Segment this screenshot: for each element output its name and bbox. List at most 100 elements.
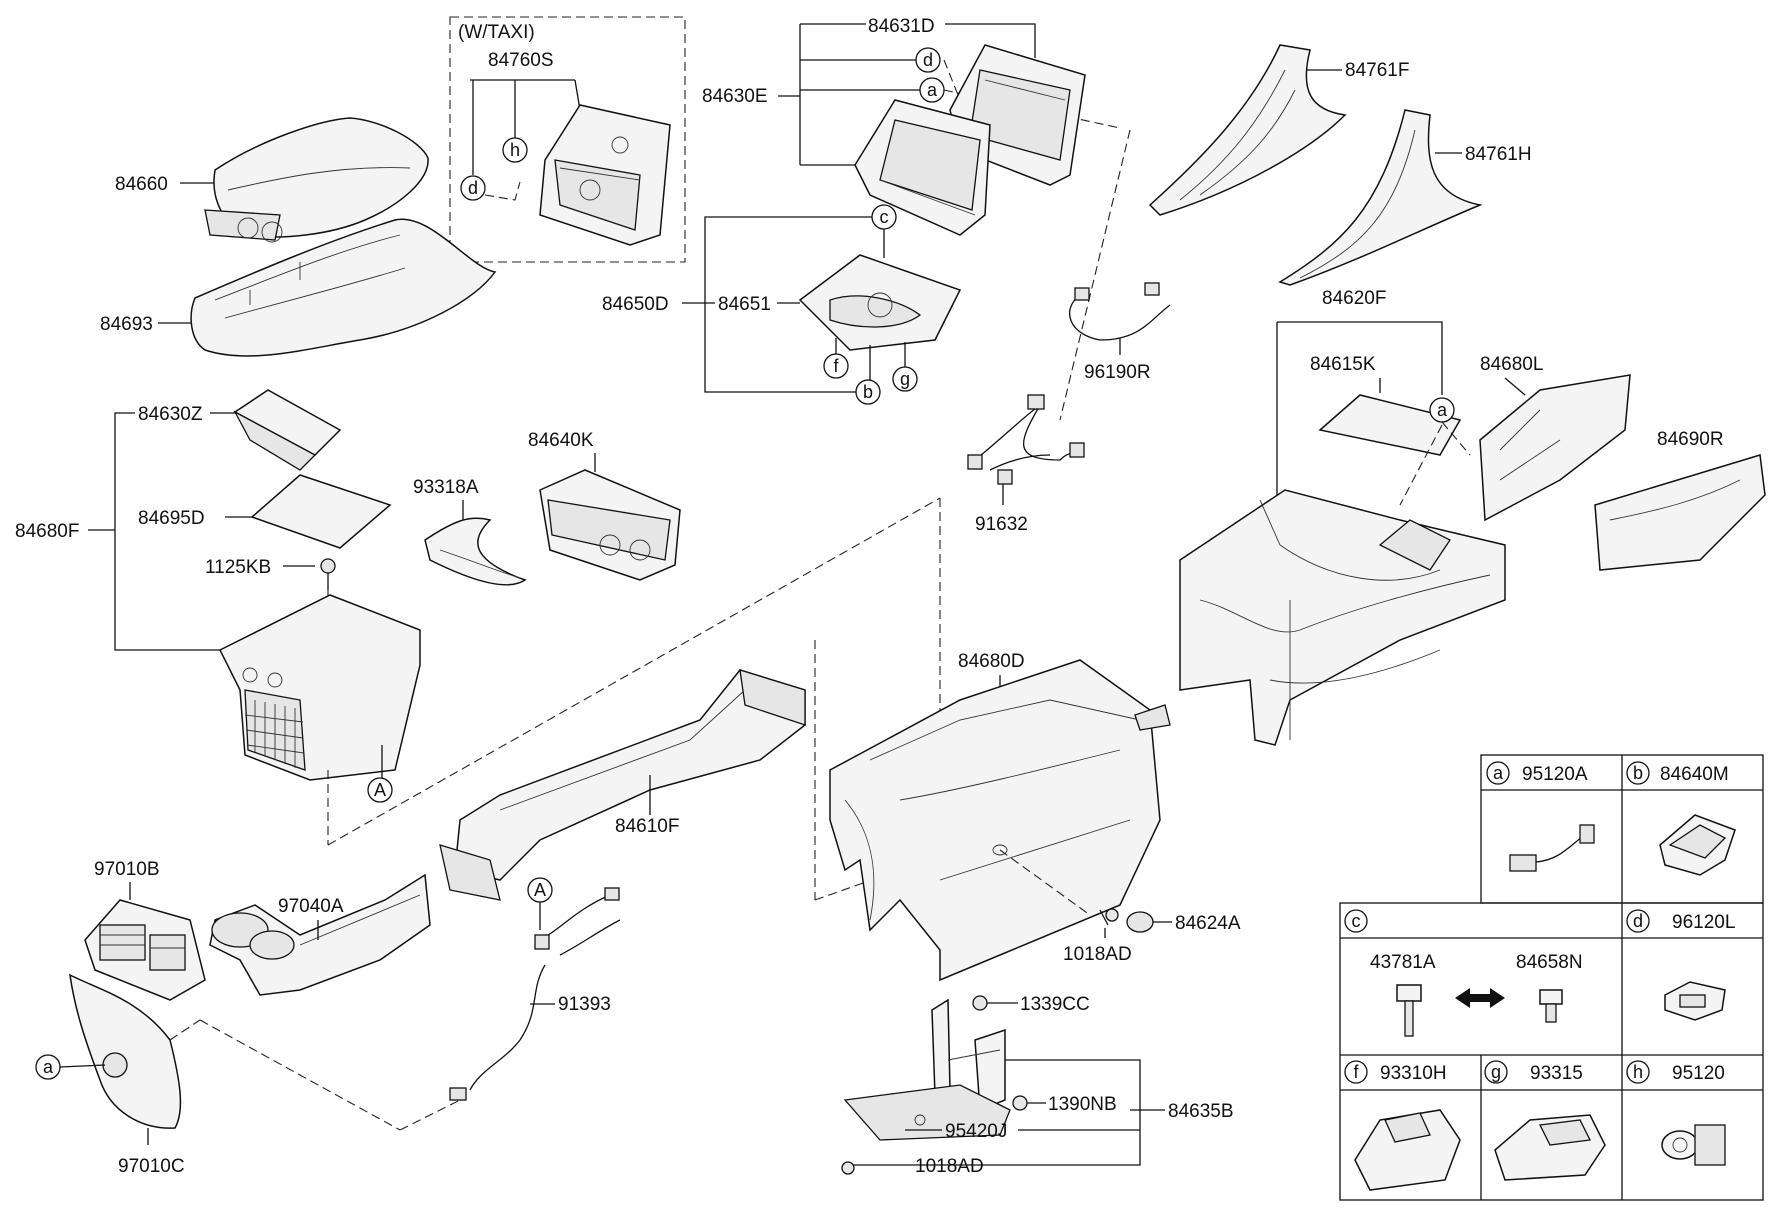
mat-84695D-part: [250, 474, 392, 549]
legend-f-illustration: [1354, 1109, 1461, 1191]
screw-1018AD-b-icon: [841, 1161, 855, 1175]
callout-97010B: 84610F: [615, 816, 679, 837]
air-vent-97040A-part: [84, 899, 206, 1001]
legend-g-part: 93315: [1530, 1063, 1583, 1084]
ref-g1-text: g: [900, 369, 910, 389]
callout-1339CC: 1339CC: [1020, 994, 1090, 1015]
callout-91632: 91632: [975, 514, 1028, 535]
callout-84760S: 84760S: [488, 50, 554, 71]
rear-console-body-part: [1179, 489, 1506, 746]
legend-a-illustration: [1509, 824, 1595, 872]
side-cover-84680L-part: [1479, 374, 1631, 522]
callout-84651: 84651: [718, 294, 771, 315]
callout-84680D: 97010C: [118, 1156, 185, 1177]
callout-84615K: 84615K: [1310, 354, 1376, 375]
callout-84680L: 84680L: [1480, 354, 1543, 375]
callout-1390NB: 1390NB: [1048, 1094, 1117, 1115]
harness-91393-part: [449, 887, 621, 1101]
legend-h-illustration: [1661, 1124, 1726, 1166]
duct-97010C-part: [209, 873, 431, 996]
callout-97010C: 97040A: [278, 896, 344, 917]
ref-a1-text: a: [927, 80, 938, 100]
callout-1018AD-b: 1018AD: [915, 1156, 984, 1177]
callout-84680F: 84680F: [15, 521, 79, 542]
ref-b1-text: b: [863, 382, 873, 402]
legend-a-ref: a: [1493, 763, 1504, 783]
callout-84631D: 84631D: [868, 16, 935, 37]
callout-84761H: 84761H: [1465, 144, 1532, 165]
legend-b-part: 84640M: [1660, 764, 1729, 785]
bolt-1125KB-icon: [320, 558, 336, 574]
mat-84615K-part: [1318, 394, 1462, 456]
ref-a3-text: a: [43, 1057, 54, 1077]
shift-cover-plate-part: [798, 254, 962, 351]
legend-h-ref: h: [1633, 1062, 1643, 1082]
cap-84624A-icon: [1126, 911, 1154, 933]
shift-bezel-upper-part: [949, 44, 1086, 186]
ref-circle-h: [502, 137, 528, 163]
legend-b-ref: b: [1633, 763, 1643, 783]
taxi-bracket-part: [539, 104, 671, 246]
ref-c1-text: c: [880, 207, 889, 227]
ref-d2-text: d: [923, 50, 933, 70]
callout-84660: 84660: [115, 174, 168, 195]
ref-A2-text: A: [534, 880, 546, 900]
console-side-trim-left-part: [1148, 44, 1347, 216]
legend-c-subpart-2: 84658N: [1516, 952, 1583, 973]
storage-box-84680F-part: [218, 594, 421, 781]
ref-circle-d: [460, 175, 486, 201]
callout-84610F: 84680D: [958, 651, 1025, 672]
taxi-group-box: [449, 16, 686, 263]
callout-84620F: 84620F: [1322, 288, 1386, 309]
taxi-group-label: (W/TAXI): [458, 22, 535, 43]
callout-1018AD-a: 1018AD: [1063, 944, 1132, 965]
legend-f-ref: f: [1353, 1062, 1359, 1082]
bracket-84635B-part: [843, 998, 1011, 1141]
ref-h-text: h: [510, 140, 520, 160]
nut-1339CC-icon: [972, 995, 988, 1011]
ref-A1-text: A: [374, 780, 386, 800]
legend-g-ref: g: [1491, 1062, 1501, 1082]
legend-c-subpart-1: 43781A: [1370, 952, 1436, 973]
callout-93318A: 93318A: [413, 477, 479, 498]
legend-f-part: 93310H: [1380, 1063, 1447, 1084]
callout-84650D: 84650D: [602, 294, 669, 315]
legend-b-illustration: [1659, 814, 1736, 876]
screw-1018AD-icon: [1099, 908, 1119, 926]
armrest-part: [204, 117, 429, 243]
harness-91632-part: [967, 394, 1085, 485]
callout-84690R: 84690R: [1657, 429, 1724, 450]
side-cover-84690R-part: [1594, 454, 1766, 571]
main-console-84610F-part: [829, 659, 1171, 982]
ref-d-text: d: [468, 178, 478, 198]
legend-d-illustration: [1664, 981, 1726, 1021]
nut-1390NB-icon: [1012, 1095, 1028, 1111]
callout-97040A: 97010B: [94, 859, 160, 880]
legend-d-ref: d: [1633, 911, 1643, 931]
cup-holder-84640K-part: [539, 469, 681, 581]
callout-84693: 84693: [100, 314, 153, 335]
console-side-trim-right-part: [1278, 109, 1483, 286]
legend-c-ref: c: [1352, 911, 1361, 931]
double-arrow-icon: [1455, 988, 1505, 1008]
legend-c-illustration-1: [1396, 984, 1422, 1037]
legend-a-part: 95120A: [1522, 764, 1588, 785]
duct-97010B-part: [439, 669, 806, 901]
tray-84630Z-part: [233, 389, 342, 471]
callout-84640K: 84640K: [528, 430, 594, 451]
legend-table: [1339, 754, 1764, 1201]
shift-bezel-part: [854, 99, 991, 236]
callout-84630E: 84630E: [702, 86, 768, 107]
callout-84761F: 84761F: [1345, 60, 1409, 81]
harness-96190R-part: [1069, 282, 1171, 341]
legend-g-illustration: [1494, 1114, 1606, 1181]
callout-95420J: 95420J: [945, 1121, 1007, 1142]
callout-84624A: 84624A: [1175, 913, 1241, 934]
legend-c-illustration-2: [1539, 989, 1563, 1023]
console-upper-cover-part: [190, 218, 497, 357]
ref-a2-text: a: [1437, 400, 1448, 420]
callout-84635B: 84635B: [1168, 1101, 1234, 1122]
legend-h-part: 95120: [1672, 1063, 1725, 1084]
callout-91393: 91393: [558, 994, 611, 1015]
